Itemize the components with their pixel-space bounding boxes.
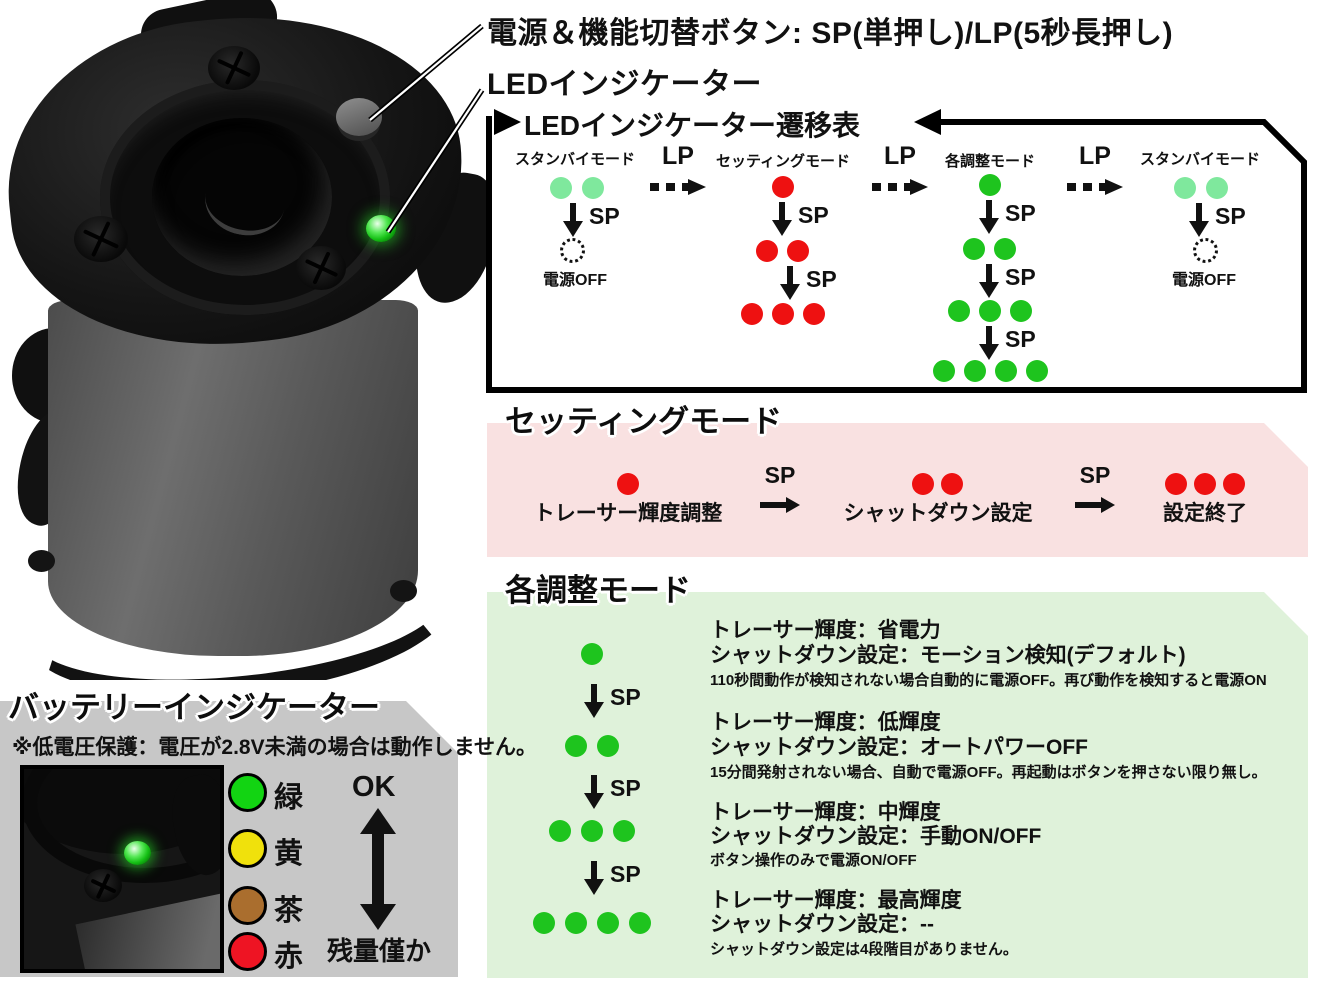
screw-icon bbox=[296, 246, 346, 290]
power-off-circle bbox=[560, 238, 585, 263]
sp-step: SP bbox=[583, 684, 641, 718]
led-indicator-light bbox=[366, 215, 396, 242]
battery-level-brown-dot bbox=[228, 886, 267, 925]
battery-level-label: 茶 bbox=[274, 895, 304, 927]
adjust-item-dots bbox=[549, 820, 635, 842]
column-title-adjust: 各調整モード bbox=[944, 153, 1036, 170]
sp-step: SP bbox=[978, 264, 1036, 298]
battery-indicator-title: バッテリーインジケーター bbox=[8, 690, 380, 725]
sp-step: SP bbox=[978, 326, 1036, 360]
column-title-standby: スタンバイモード bbox=[514, 151, 636, 168]
sp-step: SP bbox=[562, 203, 620, 237]
adjust-item-line2: シャットダウン設定：-- bbox=[710, 913, 934, 936]
right-arrow-icon bbox=[1075, 497, 1115, 513]
column-title-standby-2: スタンバイモード bbox=[1139, 151, 1261, 168]
adjust-item-line2: シャットダウン設定：手動ON/OFF bbox=[710, 825, 1042, 848]
setting-step-dots bbox=[617, 473, 639, 495]
setting-led-dots bbox=[756, 240, 809, 262]
clip-knob bbox=[390, 580, 417, 602]
adjust-item-note: シャットダウン設定は4段階目がありません。 bbox=[710, 941, 1018, 958]
adjust-item-dots bbox=[533, 912, 651, 934]
sp-step: SP bbox=[583, 775, 641, 809]
battery-led-photo bbox=[20, 765, 224, 973]
adjust-mode-band bbox=[487, 592, 1308, 978]
setting-step-label: トレーサー輝度調整 bbox=[533, 502, 723, 525]
screw-icon bbox=[208, 46, 260, 90]
adjust-item-line2: シャットダウン設定：オートパワーOFF bbox=[710, 736, 1088, 759]
battery-level-label: 赤 bbox=[274, 941, 304, 973]
battery-ok-label: OK bbox=[352, 771, 396, 803]
battery-level-yellow-dot bbox=[228, 829, 267, 868]
battery-level-red-dot bbox=[228, 932, 267, 971]
transition-table-title: LEDインジケーター遷移表 bbox=[524, 110, 861, 141]
down-arrow-icon bbox=[563, 203, 583, 237]
power-off-circle bbox=[1193, 238, 1218, 263]
battery-level-label: 緑 bbox=[274, 782, 304, 814]
battery-level-label: 黄 bbox=[274, 838, 304, 870]
adjust-item-dots bbox=[581, 643, 603, 665]
lp-transition: LP bbox=[1067, 142, 1123, 196]
setting-step-dots bbox=[912, 473, 963, 495]
led-indicator-label: LEDインジケーター bbox=[487, 68, 762, 101]
photo-body bbox=[75, 891, 220, 969]
sp-next: SP bbox=[1075, 462, 1115, 513]
setting-step-label: 設定終了 bbox=[1163, 502, 1247, 525]
sp-step: SP bbox=[1188, 203, 1246, 237]
setting-mode-title: セッティングモード bbox=[505, 404, 783, 439]
dashed-arrow-icon bbox=[1067, 179, 1123, 195]
screw-icon bbox=[84, 869, 122, 902]
sp-step: SP bbox=[583, 861, 641, 895]
setting-led-dots bbox=[772, 176, 794, 198]
setting-step-dots bbox=[1165, 473, 1245, 495]
power-button-label: 電源＆機能切替ボタン: SP(単押し)/LP(5秒長押し) bbox=[487, 17, 1174, 50]
lp-transition: LP bbox=[872, 142, 928, 196]
sp-step: SP bbox=[771, 202, 829, 236]
sp-step: SP bbox=[978, 200, 1036, 234]
adjust-mode-title: 各調整モード bbox=[505, 573, 691, 608]
power-button bbox=[336, 98, 382, 136]
setting-step-label: シャットダウン設定 bbox=[843, 502, 1033, 525]
adjust-item-note: 15分間発射されない場合、自動で電源OFF。再起動はボタンを押さない限り無し。 bbox=[710, 764, 1267, 781]
adjust-item-line1: トレーサー輝度：省電力 bbox=[710, 619, 941, 642]
power-off-label: 電源OFF bbox=[543, 272, 607, 289]
setting-led-dots bbox=[741, 303, 825, 325]
adjust-item-line1: トレーサー輝度：中輝度 bbox=[710, 801, 941, 824]
battery-low-label: 残量僅か bbox=[327, 936, 432, 966]
power-off-label: 電源OFF bbox=[1172, 272, 1236, 289]
adjust-item-dots bbox=[565, 735, 619, 757]
sp-next: SP bbox=[760, 462, 800, 513]
sp-step: SP bbox=[779, 266, 837, 300]
dashed-arrow-icon bbox=[872, 179, 928, 195]
battery-level-green-dot bbox=[228, 773, 267, 812]
screw-icon bbox=[74, 216, 128, 262]
adjust-item-line1: トレーサー輝度：最高輝度 bbox=[710, 889, 962, 912]
low-voltage-warning: ※低電圧保護：電圧が2.8V未満の場合は動作しません。 bbox=[12, 736, 537, 759]
product-photo bbox=[0, 0, 490, 680]
battery-led-light bbox=[124, 841, 151, 865]
right-arrow-icon bbox=[760, 497, 800, 513]
lens-hole bbox=[152, 118, 332, 276]
lp-transition: LP bbox=[650, 142, 706, 196]
tracer-body bbox=[48, 300, 418, 656]
column-title-setting: セッティングモード bbox=[715, 153, 851, 170]
clip-knob bbox=[28, 550, 55, 572]
adjust-led-dots bbox=[963, 238, 1016, 260]
adjust-item-note: 110秒間動作が検知されない場合自動的に電源OFF。再び動作を検知すると電源ON bbox=[710, 672, 1267, 689]
adjust-item-line2: シャットダウン設定：モーション検知(デフォルト) bbox=[710, 644, 1186, 667]
dashed-arrow-icon bbox=[650, 179, 706, 195]
adjust-led-dots bbox=[979, 174, 1001, 196]
up-down-arrow-icon bbox=[360, 808, 396, 930]
standby-led-dots bbox=[1174, 177, 1228, 199]
adjust-item-line1: トレーサー輝度：低輝度 bbox=[710, 711, 941, 734]
adjust-item-note: ボタン操作のみで電源ON/OFF bbox=[710, 852, 917, 869]
standby-led-dots bbox=[550, 177, 604, 199]
adjust-led-dots bbox=[933, 360, 1048, 382]
adjust-led-dots bbox=[948, 300, 1032, 322]
